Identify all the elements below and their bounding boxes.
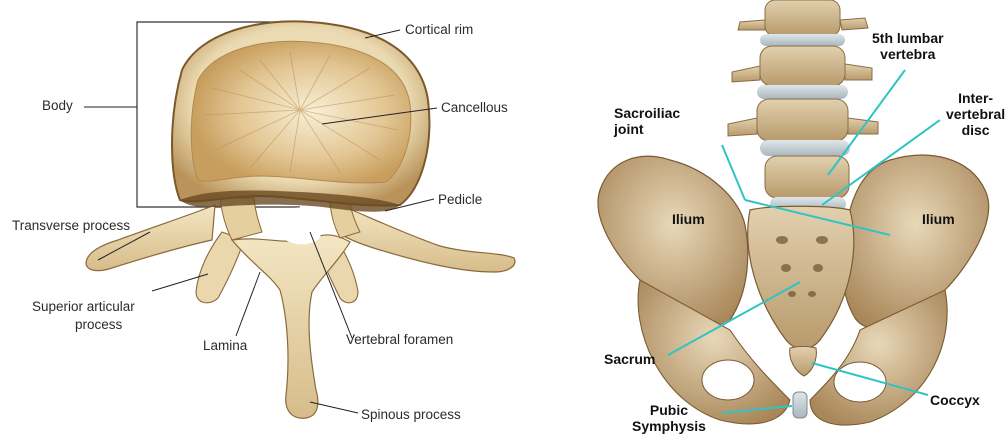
pelvis-diagram: 5th lumbar vertebra Inter- vertebral dis… xyxy=(560,0,1006,438)
label-spinous-process: Spinous process xyxy=(361,408,461,422)
leader-lamina xyxy=(236,272,260,336)
label-body: Body xyxy=(42,99,73,113)
label-pubic-symphysis: Pubic Symphysis xyxy=(632,403,706,433)
label-sacrum: Sacrum xyxy=(604,352,655,366)
coccyx xyxy=(790,347,817,377)
label-cortical-rim: Cortical rim xyxy=(405,23,473,37)
label-vertebral-foramen: Vertebral foramen xyxy=(346,333,453,347)
label-coccyx: Coccyx xyxy=(930,393,980,407)
label-pedicle: Pedicle xyxy=(438,193,482,207)
label-ilium-left: Ilium xyxy=(672,212,705,226)
vertebra-diagram: Cortical rim Body Cancellous Pedicle Tra… xyxy=(0,0,520,438)
label-lamina: Lamina xyxy=(203,339,247,353)
label-intervertebral-disc: Inter- vertebral disc xyxy=(946,91,1005,137)
label-cancellous: Cancellous xyxy=(441,101,508,115)
label-superior-articular-line2: process xyxy=(75,318,122,332)
label-transverse-process: Transverse process xyxy=(12,219,130,233)
vertebral-body xyxy=(172,21,429,211)
lumbar-spine xyxy=(728,0,878,211)
pubic-symphysis xyxy=(793,392,807,418)
label-superior-articular-line1: Superior articular xyxy=(32,300,135,314)
label-5th-lumbar-vertebra: 5th lumbar vertebra xyxy=(872,31,944,61)
vertebra-posterior-arch xyxy=(86,198,515,418)
sacrum xyxy=(748,206,854,349)
right-ilium xyxy=(842,155,989,328)
label-ilium-right: Ilium xyxy=(922,212,955,226)
label-sacroiliac-joint: Sacroiliac joint xyxy=(614,106,680,136)
